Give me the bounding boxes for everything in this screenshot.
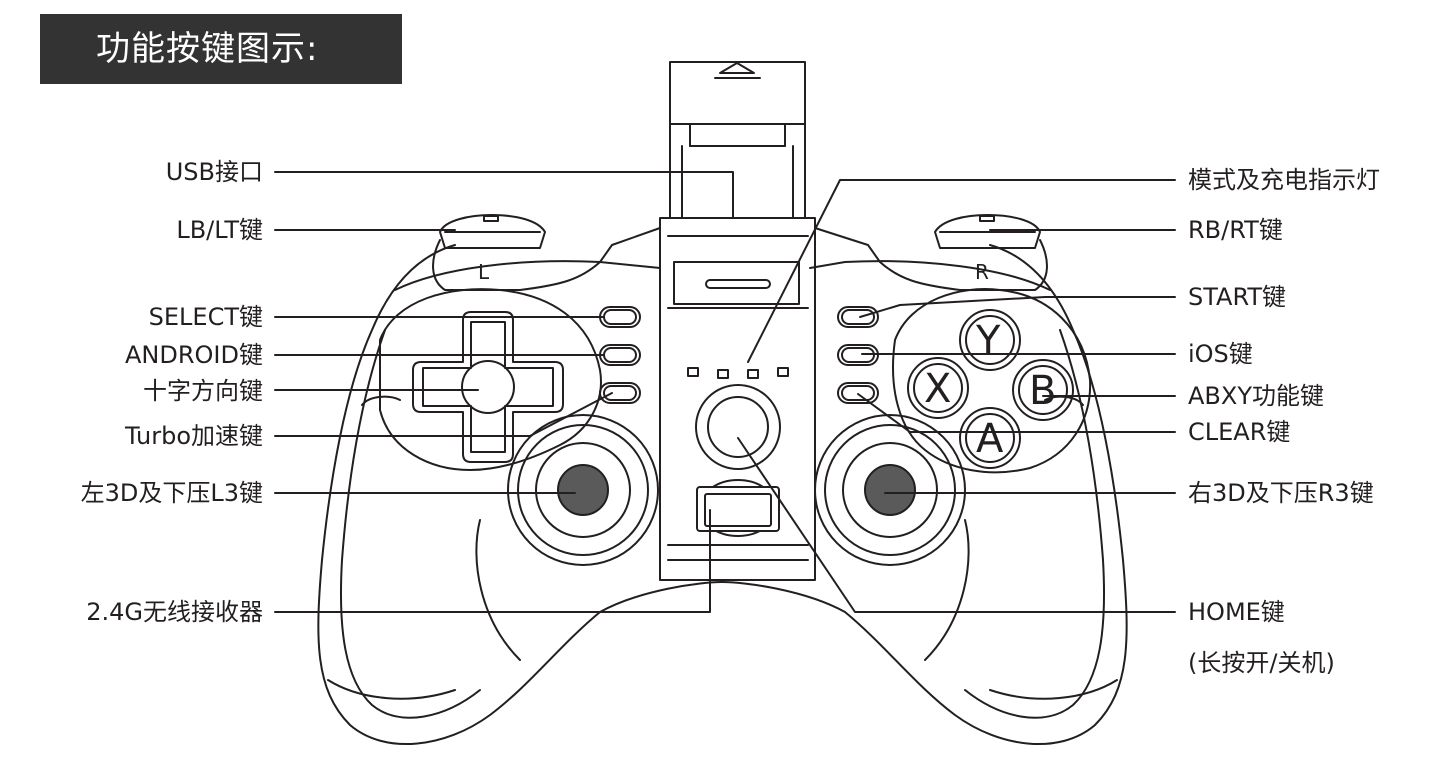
leader-clear bbox=[857, 393, 1176, 433]
label-abxy: ABXY功能键 bbox=[1188, 382, 1324, 410]
button-a-label: A bbox=[976, 416, 1004, 462]
button-a[interactable] bbox=[959, 407, 1021, 469]
lb-lt-button[interactable] bbox=[439, 214, 546, 249]
shoulder-left-mark: L bbox=[478, 260, 490, 284]
leader-turbo bbox=[274, 392, 613, 437]
leader-start bbox=[859, 296, 1176, 318]
label-start: START键 bbox=[1188, 283, 1287, 311]
grip-bottom-left bbox=[327, 679, 456, 700]
label-rb-rt: RB/RT键 bbox=[1188, 216, 1283, 244]
shoulder-housing-right bbox=[814, 227, 1048, 291]
label-turbo: Turbo加速键 bbox=[124, 422, 263, 450]
left-panel-upper bbox=[394, 260, 661, 291]
leader-lines bbox=[274, 171, 1176, 613]
button-b-label: B bbox=[1029, 368, 1056, 414]
phone-clip[interactable] bbox=[669, 61, 806, 219]
grip-line-left bbox=[475, 519, 521, 661]
turbo-button[interactable] bbox=[599, 382, 641, 404]
label-right-stick: 右3D及下压R3键 bbox=[1188, 479, 1374, 507]
leader-home bbox=[737, 437, 1176, 613]
label-usb: USB接口 bbox=[165, 158, 263, 186]
receiver-slot[interactable] bbox=[696, 479, 780, 537]
label-home: HOME键 bbox=[1188, 598, 1285, 626]
shoulder-right-mark: R bbox=[975, 260, 989, 284]
label-mode-led: 模式及充电指示灯 bbox=[1188, 166, 1380, 194]
label-android: ANDROID键 bbox=[125, 341, 263, 369]
label-left-stick: 左3D及下压L3键 bbox=[80, 479, 263, 507]
body-outline bbox=[317, 244, 1128, 745]
button-b[interactable] bbox=[1012, 359, 1074, 421]
select-button[interactable] bbox=[599, 306, 641, 328]
grip-line-right bbox=[924, 519, 970, 661]
label-home-note: (长按开/关机) bbox=[1188, 649, 1335, 677]
label-dpad: 十字方向键 bbox=[143, 377, 263, 405]
body-inner-right bbox=[964, 329, 1106, 719]
leader-usb bbox=[274, 171, 734, 219]
rb-rt-button[interactable] bbox=[934, 214, 1041, 249]
abxy-area bbox=[892, 288, 1092, 474]
button-y[interactable] bbox=[959, 309, 1021, 371]
body-inner-left bbox=[339, 329, 481, 719]
page-title: 功能按键图示: bbox=[96, 29, 319, 69]
label-select: SELECT键 bbox=[148, 303, 263, 331]
right-stick[interactable] bbox=[814, 414, 966, 566]
android-button[interactable] bbox=[599, 344, 641, 366]
label-clear: CLEAR键 bbox=[1188, 418, 1291, 446]
clear-button[interactable] bbox=[837, 382, 879, 404]
start-button[interactable] bbox=[837, 306, 879, 328]
center-column bbox=[659, 217, 816, 581]
leader-receiver bbox=[274, 509, 711, 613]
title-banner: 功能按键图示: bbox=[40, 14, 402, 84]
leader-mode-led bbox=[747, 179, 1176, 363]
button-x-label: X bbox=[924, 366, 951, 412]
button-y-label: Y bbox=[975, 318, 1001, 364]
label-receiver: 2.4G无线接收器 bbox=[86, 598, 263, 626]
indicator-leds bbox=[687, 367, 789, 379]
left-stick[interactable] bbox=[507, 414, 659, 566]
dpad[interactable] bbox=[412, 311, 564, 463]
button-x[interactable] bbox=[907, 357, 969, 419]
grip-bottom-right bbox=[989, 679, 1118, 700]
right-panel-upper bbox=[809, 260, 1051, 291]
label-ios: iOS键 bbox=[1188, 340, 1253, 368]
home-button[interactable] bbox=[695, 384, 781, 470]
shoulder-housing-left bbox=[432, 227, 661, 291]
label-lb-lt: LB/LT键 bbox=[176, 216, 263, 244]
controller-body bbox=[317, 244, 1128, 745]
